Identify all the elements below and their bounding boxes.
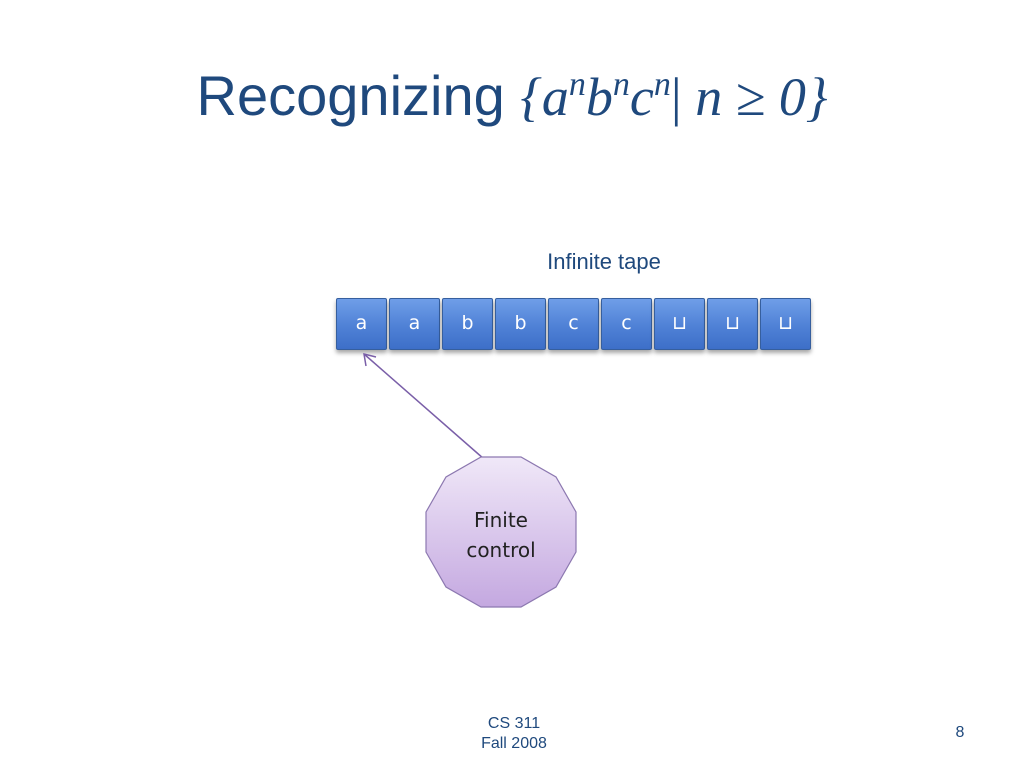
title-math: {anbncn| n ≥ 0} (520, 66, 828, 127)
tape-cell: c (601, 298, 652, 350)
tape-label: Infinite tape (547, 249, 661, 274)
tape-cell: ⊔ (654, 298, 705, 350)
tape-cell: ⊔ (707, 298, 758, 350)
tape-cell: a (389, 298, 440, 350)
infinite-tape: a a b b c c ⊔ ⊔ ⊔ (336, 298, 813, 352)
tape-cell: a (336, 298, 387, 350)
finite-control-label-line1: Finite (474, 508, 528, 532)
tape-cell: b (495, 298, 546, 350)
footer-term: Fall 2008 (481, 735, 547, 752)
footer-course: CS 311 (487, 715, 541, 732)
slide-title: Recognizing {anbncn| n ≥ 0} (0, 62, 1024, 130)
page-number: 8 (955, 724, 965, 741)
finite-control-label: Finite control (424, 505, 578, 565)
head-pointer-arrow (363, 352, 485, 460)
tape-cell: c (548, 298, 599, 350)
slide-footer: CS 311 Fall 2008 (464, 714, 564, 754)
finite-control-label-line2: control (466, 538, 536, 562)
title-text: Recognizing (196, 64, 505, 127)
tape-cell: b (442, 298, 493, 350)
tape-cell: ⊔ (760, 298, 811, 350)
